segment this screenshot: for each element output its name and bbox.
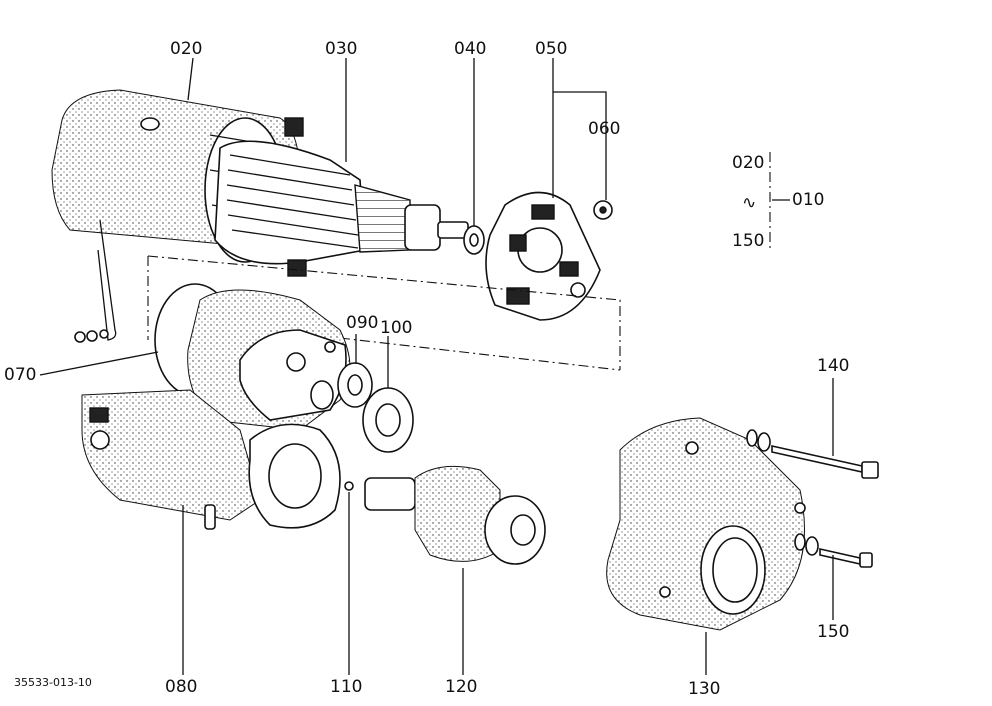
label-090: 090 [346, 313, 378, 333]
label-010: 010 [792, 190, 824, 210]
label-050: 050 [535, 39, 567, 59]
washer-040 [463, 225, 485, 255]
leader-lines [39, 57, 834, 675]
label-110: 110 [330, 677, 362, 697]
label-range-to: 150 [732, 231, 764, 251]
label-020: 020 [170, 39, 202, 59]
clutch-120 [364, 465, 546, 565]
drive-housing-130 [606, 417, 806, 631]
ball-110 [344, 481, 354, 491]
label-140: 140 [817, 356, 849, 376]
brush-holder-050 [485, 191, 601, 321]
label-060: 060 [588, 119, 620, 139]
label-120: 120 [445, 677, 477, 697]
label-070: 070 [4, 365, 36, 385]
label-range-from: 020 [732, 153, 764, 173]
nut-060 [593, 200, 613, 220]
part-labels: 020 030 040 050 060 020 ∿ 010 150 070 09… [4, 39, 849, 699]
label-030: 030 [325, 39, 357, 59]
gear-case-080 [81, 389, 341, 530]
label-080: 080 [165, 677, 197, 697]
gear-100 [362, 387, 414, 453]
label-130: 130 [688, 679, 720, 699]
label-100: 100 [380, 318, 412, 338]
label-150: 150 [817, 622, 849, 642]
bolt-150 [794, 533, 873, 568]
assembly-guide-line [147, 255, 621, 371]
label-range-sep: ∿ [742, 193, 756, 213]
bolt-140 [746, 429, 879, 479]
diagram-code: 35533-013-10 [14, 676, 92, 689]
armature-030 [214, 140, 469, 277]
end-frame-070 [154, 283, 351, 431]
label-040: 040 [454, 39, 486, 59]
idler-gear-090 [310, 362, 373, 410]
